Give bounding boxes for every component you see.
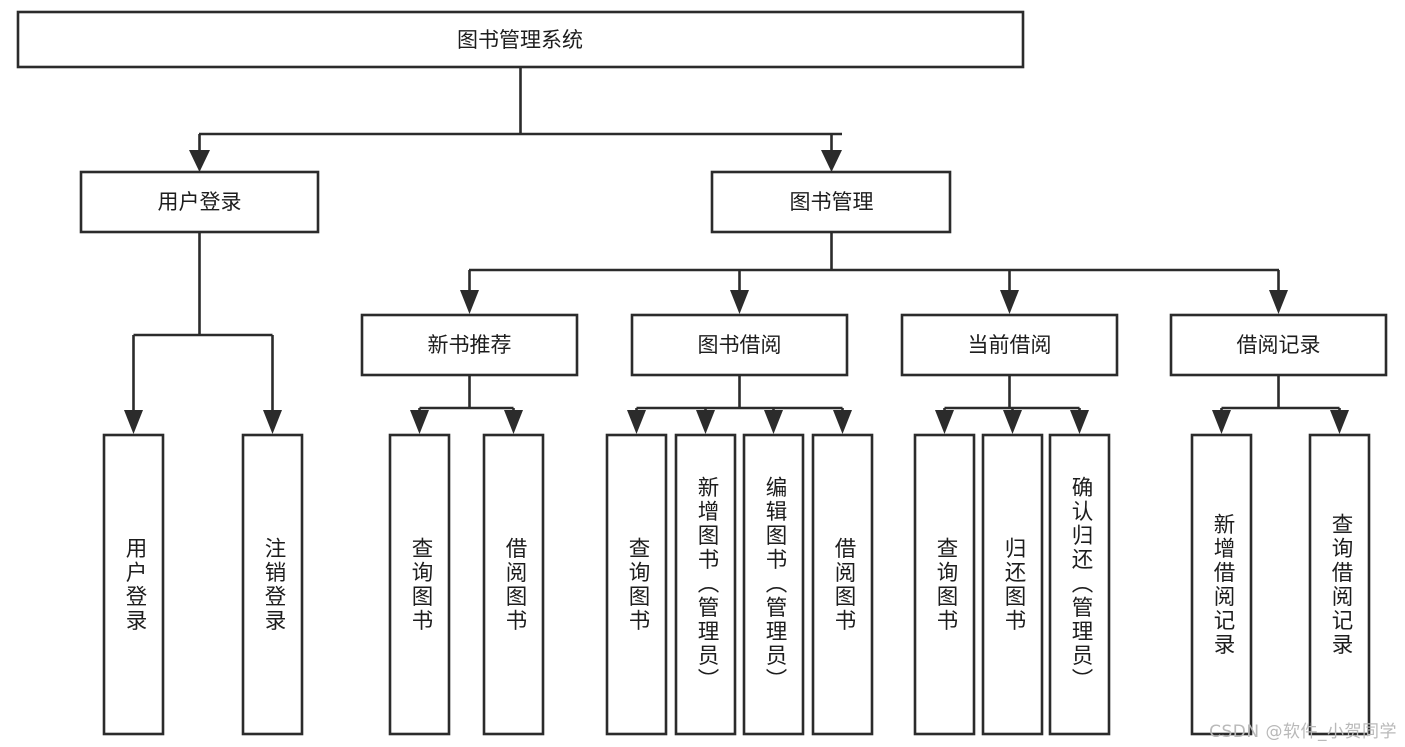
node-current-borrow[interactable]: 当前借阅 bbox=[900, 313, 1119, 377]
node-label-root: 图书管理系统 bbox=[457, 28, 583, 52]
node-label-current-borrow: 当前借阅 bbox=[968, 333, 1052, 357]
node-user-login[interactable]: 用户登录 bbox=[79, 170, 320, 234]
csdn-watermark: CSDN @软件_小贺同学 bbox=[1209, 722, 1397, 742]
leaf-current-borrow-confirm-return[interactable]: 确认归还（管理员） bbox=[1048, 433, 1111, 736]
leaf-book-borrow-borrow[interactable]: 借阅图书 bbox=[811, 433, 874, 736]
connector-root-to-level2 bbox=[189, 67, 842, 172]
connector-userlogin-to-leaves bbox=[124, 232, 282, 434]
node-book-borrow[interactable]: 图书借阅 bbox=[630, 313, 849, 377]
leaf-current-borrow-query[interactable]: 查询图书 bbox=[913, 433, 976, 736]
node-label-new-book-recommend: 新书推荐 bbox=[428, 333, 512, 357]
connector-bookborrow-to-leaves bbox=[627, 375, 852, 434]
leaf-current-borrow-return[interactable]: 归还图书 bbox=[981, 433, 1044, 736]
leaf-label-user-login-logout: 注销登录 bbox=[261, 537, 286, 633]
leaf-label-new-book-query: 查询图书 bbox=[408, 537, 433, 633]
node-label-user-login: 用户登录 bbox=[158, 190, 242, 214]
node-root-book-management-system[interactable]: 图书管理系统 bbox=[16, 10, 1025, 69]
leaf-book-borrow-add[interactable]: 新增图书（管理员） bbox=[674, 433, 737, 736]
leaf-label-book-borrow-borrow: 借阅图书 bbox=[831, 537, 856, 633]
leaf-label-new-book-borrow: 借阅图书 bbox=[502, 537, 527, 633]
leaf-label-current-borrow-return: 归还图书 bbox=[1001, 537, 1026, 633]
leaf-new-book-query[interactable]: 查询图书 bbox=[388, 433, 451, 736]
leaf-label-current-borrow-query: 查询图书 bbox=[933, 537, 958, 633]
leaf-new-book-borrow[interactable]: 借阅图书 bbox=[482, 433, 545, 736]
leaf-label-book-borrow-add: 新增图书（管理员） bbox=[694, 476, 719, 692]
leaf-label-borrow-record-add: 新增借阅记录 bbox=[1210, 513, 1235, 657]
connector-borrowrecord-to-leaves bbox=[1212, 375, 1349, 434]
leaf-label-book-borrow-query: 查询图书 bbox=[625, 537, 650, 633]
connector-newbook-to-leaves bbox=[410, 375, 523, 434]
node-new-book-recommend[interactable]: 新书推荐 bbox=[360, 313, 579, 377]
node-book-management[interactable]: 图书管理 bbox=[710, 170, 952, 234]
leaf-book-borrow-edit[interactable]: 编辑图书（管理员） bbox=[742, 433, 805, 736]
node-label-borrow-record: 借阅记录 bbox=[1237, 333, 1321, 357]
leaf-user-login-login[interactable]: 用户登录 bbox=[102, 433, 165, 736]
leaf-borrow-record-query[interactable]: 查询借阅记录 bbox=[1308, 433, 1371, 736]
leaf-label-current-borrow-confirm-return: 确认归还（管理员） bbox=[1068, 476, 1093, 692]
leaf-label-user-login-login: 用户登录 bbox=[122, 537, 147, 633]
leaf-borrow-record-add[interactable]: 新增借阅记录 bbox=[1190, 433, 1253, 736]
leaf-book-borrow-query[interactable]: 查询图书 bbox=[605, 433, 668, 736]
node-borrow-record[interactable]: 借阅记录 bbox=[1169, 313, 1388, 377]
leaf-user-login-logout[interactable]: 注销登录 bbox=[241, 433, 304, 736]
leaf-label-book-borrow-edit: 编辑图书（管理员） bbox=[762, 476, 787, 692]
leaf-label-borrow-record-query: 查询借阅记录 bbox=[1328, 513, 1353, 657]
connector-currentborrow-to-leaves bbox=[935, 375, 1089, 434]
node-label-book-borrow: 图书借阅 bbox=[698, 333, 782, 357]
node-label-book-management: 图书管理 bbox=[790, 190, 874, 214]
connector-bookmgmt-to-level3 bbox=[460, 232, 1288, 314]
